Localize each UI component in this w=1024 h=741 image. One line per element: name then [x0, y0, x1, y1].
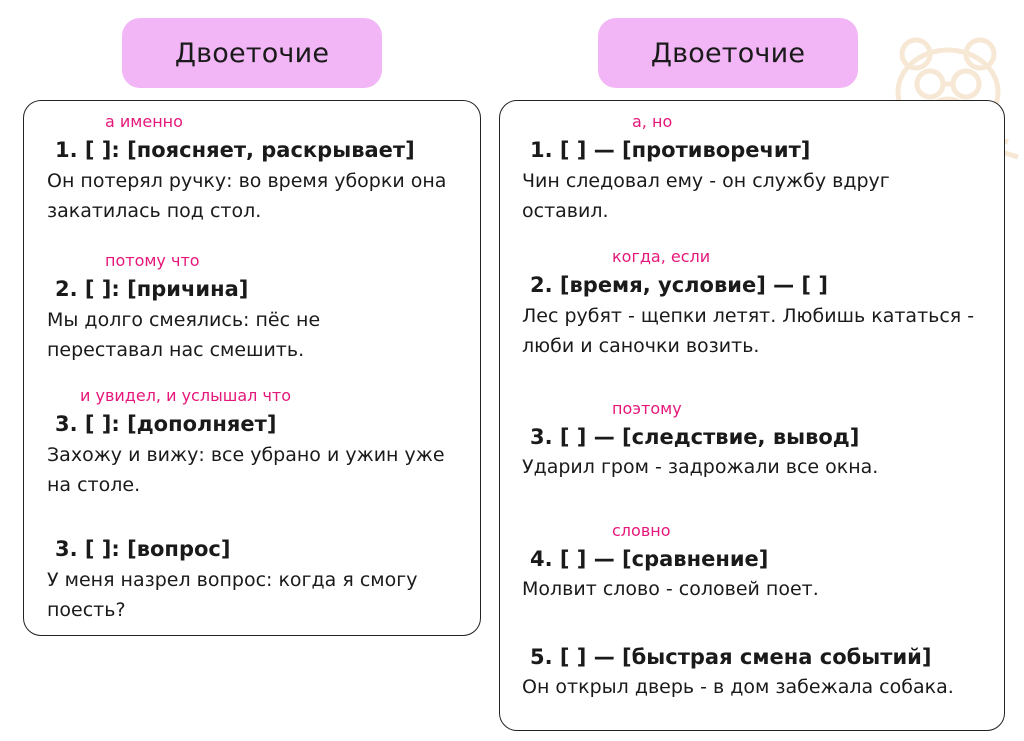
- right-rule-1-example: Чин следовал ему - он службу вдруг остав…: [522, 170, 890, 222]
- right-rule-3-example: Ударил гром - задрожали все окна.: [522, 456, 879, 478]
- right-rule-4-conjunction: словно: [612, 521, 671, 540]
- left-rule-3-example: Захожу и вижу: все убрано и ужин уже на …: [47, 444, 445, 496]
- right-rule-5-example: Он открыл дверь - в дом забежала собака.: [522, 676, 954, 698]
- right-title: Двоеточие: [650, 37, 806, 69]
- right-rule-2-conjunction: когда, если: [612, 247, 711, 266]
- right-rules-card: [499, 100, 1005, 731]
- right-rule-3-conjunction: поэтому: [612, 399, 682, 418]
- left-rule-2-conjunction: потому что: [105, 251, 200, 270]
- left-rule-2-formula: 2. [ ]: [причина]: [55, 277, 249, 301]
- right-rule-3-formula: 3. [ ] — [следствие, вывод]: [530, 425, 860, 449]
- right-rule-4-formula: 4. [ ] — [сравнение]: [530, 547, 769, 571]
- right-rule-2-formula: 2. [время, условие] — [ ]: [530, 273, 828, 297]
- right-rule-1-conjunction: а, но: [632, 112, 673, 131]
- left-rule-4-formula: 3. [ ]: [вопрос]: [55, 537, 231, 561]
- right-rule-4-example: Молвит слово - соловей поет.: [522, 578, 819, 600]
- left-title-pill: Двоеточие: [122, 18, 382, 88]
- right-rule-5-formula: 5. [ ] — [быстрая смена событий]: [530, 645, 932, 669]
- right-title-pill: Двоеточие: [598, 18, 858, 88]
- left-rule-3-formula: 3. [ ]: [дополняет]: [55, 412, 277, 436]
- right-rule-1-formula: 1. [ ] — [противоречит]: [530, 138, 811, 162]
- left-rule-2-example: Мы долго смеялись: пёс не переставал нас…: [47, 309, 321, 361]
- left-rule-1-formula: 1. [ ]: [поясняет, раскрывает]: [55, 138, 415, 162]
- left-rules-card: [23, 100, 481, 636]
- left-title: Двоеточие: [174, 37, 330, 69]
- left-rule-4-example: У меня назрел вопрос: когда я смогу поес…: [47, 569, 418, 621]
- left-rule-1-conjunction: а именно: [105, 112, 183, 131]
- right-rule-2-example: Лес рубят - щепки летят. Любишь кататься…: [522, 305, 975, 357]
- left-rule-1-example: Он потерял ручку: во время уборки она за…: [47, 170, 447, 222]
- left-rule-3-conjunction: и увидел, и услышал что: [80, 386, 292, 405]
